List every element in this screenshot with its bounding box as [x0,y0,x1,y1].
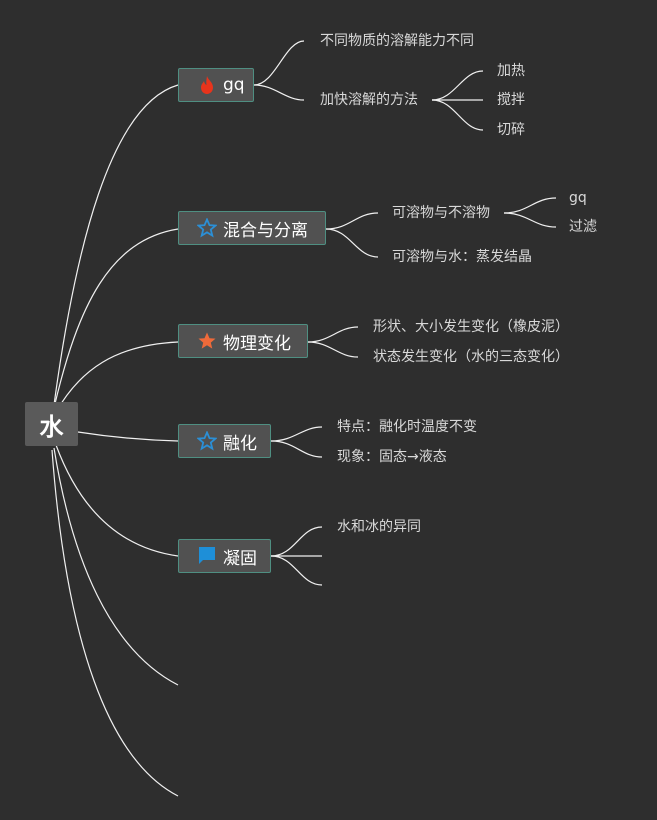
star-filled-shape [198,332,216,349]
link-t1c2-g1 [431,70,484,101]
topic-label: 融化 [223,433,257,454]
link-t5-c3 [270,555,323,586]
leaf-heat[interactable]: 加热 [497,63,525,79]
subtopic-solubility[interactable]: 不同物质的溶解能力不同 [320,33,474,49]
link-t2c1-g1 [503,197,557,214]
link-t3-c2 [307,341,359,358]
topic-physical-change[interactable]: 物理变化 [178,324,308,358]
topic-mix-separate[interactable]: 混合与分离 [178,211,326,245]
subtopic-soluble-insoluble[interactable]: 可溶物与不溶物 [392,205,490,221]
link-t5-c1 [270,526,323,557]
subtopic-state-change[interactable]: 状态发生变化（水的三态变化） [373,349,569,365]
topic-label: 凝固 [223,548,257,569]
flag-shape [199,547,215,564]
fire-shape [201,76,213,94]
subtopic-shape-size[interactable]: 形状、大小发生变化（橡皮泥） [373,319,569,335]
leaf-filter[interactable]: 过滤 [569,219,597,235]
subtopic-melting-feature[interactable]: 特点：融化时温度不变 [337,419,477,435]
link-root-topic-2 [53,228,179,409]
star-outline-icon [197,218,217,238]
link-t2-c1 [325,212,379,230]
subtopic-speed-dissolve[interactable]: 加快溶解的方法 [320,92,418,108]
link-t1-c1 [253,40,305,86]
topic-melting[interactable]: 融化 [178,424,271,458]
topic-gq[interactable]: gq [178,68,254,102]
leaf-gq[interactable]: gq [569,190,587,206]
link-t1-c2 [253,84,305,101]
fire-icon [197,75,217,95]
link-root-topic-6 [53,447,179,686]
star-outline-shape [197,431,217,451]
link-t3-c1 [307,326,359,343]
link-root-topic-5 [55,444,179,557]
subtopic-melting-phenomenon[interactable]: 现象：固态→液态 [337,449,447,465]
topic-label: 混合与分离 [223,220,308,241]
topic-label: gq [223,75,245,95]
subtopic-evaporation[interactable]: 可溶物与水：蒸发结晶 [392,249,532,265]
leaf-stir[interactable]: 搅拌 [497,92,525,108]
link-t2-c2 [325,228,379,258]
link-root-topic-3 [55,341,179,413]
root-topic[interactable]: 水 [25,402,78,446]
star-filled-icon [197,331,217,351]
flag-icon [197,546,217,566]
subtopic-water-ice[interactable]: 水和冰的异同 [337,519,421,535]
link-t4-c2 [270,440,323,458]
link-t4-c1 [270,426,323,442]
topic-label: 物理变化 [223,333,291,354]
leaf-crush[interactable]: 切碎 [497,122,525,138]
link-root-topic-4 [77,431,179,442]
root-topic-label: 水 [39,412,64,441]
link-t1c2-g3 [431,99,484,131]
link-root-topic-7 [51,449,179,797]
link-t2c1-g2 [503,212,557,228]
topic-freezing[interactable]: 凝固 [178,539,271,573]
star-outline-icon [197,431,217,451]
star-outline-shape [197,218,217,238]
link-root-topic-1 [53,84,179,406]
